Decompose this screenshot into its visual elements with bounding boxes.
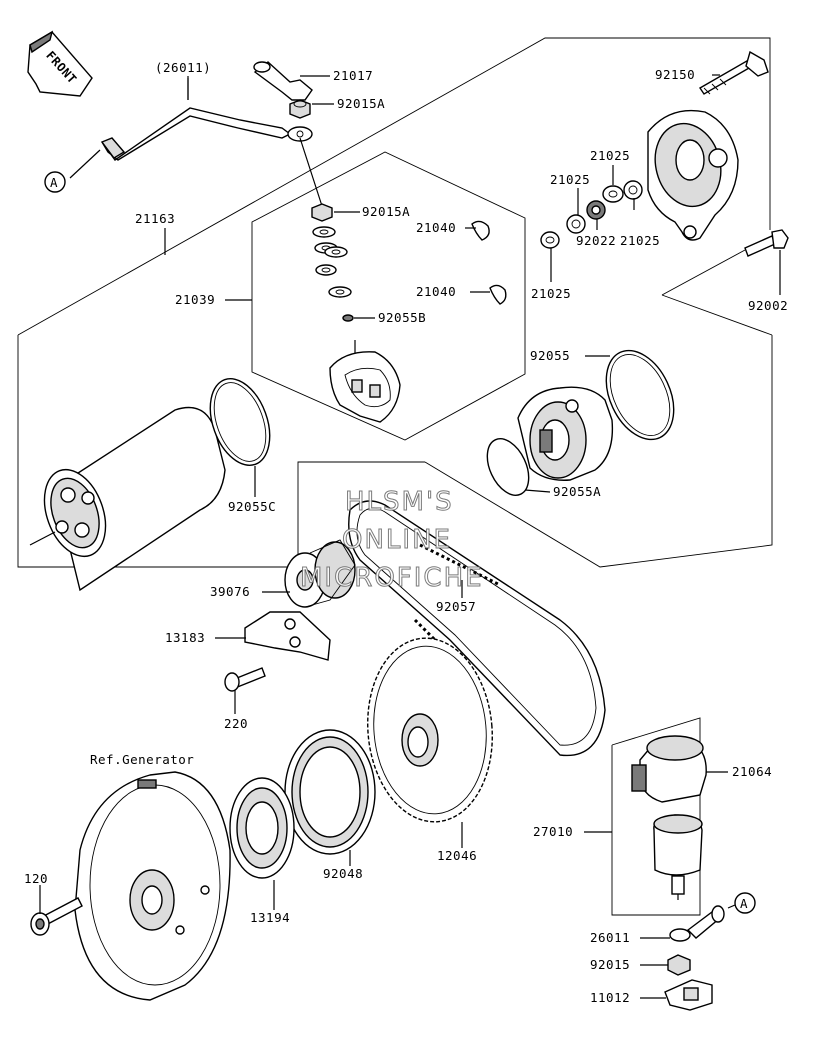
washers-21025 <box>540 180 643 249</box>
label-26011-top: (26011) <box>155 60 211 75</box>
end-cover <box>647 109 739 241</box>
leader-lines <box>39 74 781 999</box>
o-ring-92055 <box>605 349 675 441</box>
clutch-gear-92048 <box>284 729 376 855</box>
bolt-92002 <box>744 229 789 257</box>
washers-stack <box>312 226 354 322</box>
brush-plate-frame <box>251 151 526 441</box>
cable-26011-bottom <box>669 904 736 942</box>
label-21163: 21163 <box>135 211 175 226</box>
label-21017: 21017 <box>333 68 373 83</box>
nut-92015A-top <box>289 99 311 119</box>
bracket-13183 <box>244 611 331 661</box>
svg-text:MICROFICHE: MICROFICHE <box>300 563 484 593</box>
cap-11012 <box>664 979 713 1011</box>
front-cover <box>517 386 614 481</box>
label-92015: 92015 <box>590 957 630 972</box>
label-ref-generator: Ref.Generator <box>90 752 194 767</box>
brush-spring-21040-bottom <box>489 284 507 305</box>
label-92048: 92048 <box>323 866 363 881</box>
label-21025-d: 21025 <box>531 286 571 301</box>
label-92055A: 92055A <box>553 484 601 499</box>
label-92022: 92022 <box>576 233 616 248</box>
label-13183: 13183 <box>165 630 205 645</box>
label-21040-bottom: 21040 <box>416 284 456 299</box>
watermark: HLSM'S ONLINE MICROFICHE <box>300 487 484 594</box>
label-39076: 39076 <box>210 584 250 599</box>
starter-sprocket-39076 <box>284 539 356 608</box>
front-arrow-icon: FRONT <box>27 30 93 97</box>
brush-holder-plate <box>329 340 401 423</box>
label-21039: 21039 <box>175 292 215 307</box>
label-11012: 11012 <box>590 990 630 1005</box>
terminal-nut-92015A <box>299 137 333 222</box>
label-92002: 92002 <box>748 298 788 313</box>
o-ring-92055A <box>486 438 530 496</box>
o-ring-92055C <box>209 378 271 466</box>
svg-text:A: A <box>50 175 58 190</box>
cap-21017 <box>253 61 313 101</box>
label-21040-top: 21040 <box>416 220 456 235</box>
rotor-generator <box>74 771 231 1001</box>
label-12046: 12046 <box>437 848 477 863</box>
label-92055B: 92055B <box>378 310 426 325</box>
label-21025-b: 21025 <box>550 172 590 187</box>
label-13194: 13194 <box>250 910 290 925</box>
label-220: 220 <box>224 716 248 731</box>
relay-frame <box>611 717 701 916</box>
brush-spring-21040-top <box>471 220 490 241</box>
ref-a-marker-left: A <box>44 171 66 193</box>
svg-text:ONLINE: ONLINE <box>342 525 452 555</box>
yoke-21163 <box>29 406 226 592</box>
relay-cover-21064 <box>631 735 707 803</box>
bolt-120 <box>30 897 83 936</box>
label-92055C: 92055C <box>228 499 276 514</box>
svg-text:HLSM'S: HLSM'S <box>345 487 454 517</box>
relay-body-27010 <box>653 814 703 900</box>
label-21025-c: 21025 <box>620 233 660 248</box>
part-labels: (26011) 21017 92015A 92015A 92150 21025 … <box>24 60 788 1005</box>
label-92150: 92150 <box>655 67 695 82</box>
bolt-92150 <box>699 50 769 95</box>
one-way-clutch-13194 <box>229 777 295 879</box>
label-120: 120 <box>24 871 48 886</box>
label-21025-a: 21025 <box>590 148 630 163</box>
starter-cable-top <box>69 78 313 179</box>
label-26011-bottom: 26011 <box>590 930 630 945</box>
ref-a-marker-right: A <box>734 892 756 914</box>
label-92055: 92055 <box>530 348 570 363</box>
label-27010: 27010 <box>533 824 573 839</box>
svg-text:A: A <box>740 896 748 911</box>
nut-92015 <box>667 954 691 976</box>
driven-sprocket-12046 <box>367 637 493 823</box>
label-92057: 92057 <box>436 599 476 614</box>
label-92015A-top: 92015A <box>337 96 385 111</box>
label-21064: 21064 <box>732 764 772 779</box>
screw-220 <box>224 667 266 692</box>
label-92015A-mid: 92015A <box>362 204 410 219</box>
